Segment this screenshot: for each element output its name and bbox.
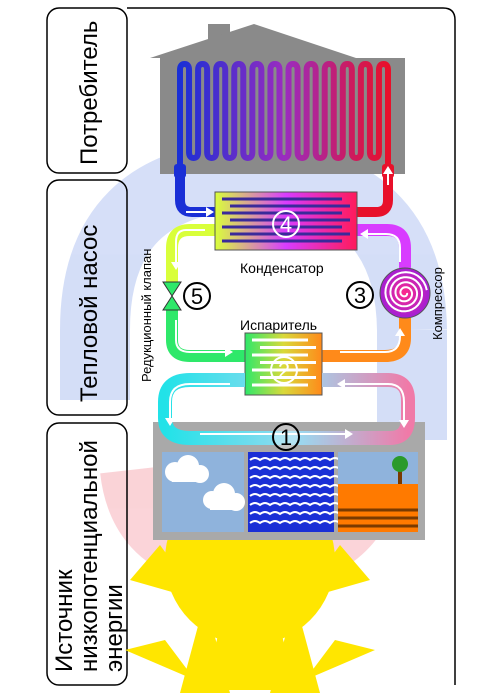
circuit-flow-arrows: [175, 229, 401, 353]
condenser: [214, 191, 358, 251]
marker-1: 1: [272, 423, 300, 451]
compressor-label: Компрессор: [430, 267, 445, 340]
valve-label: Редукционный клапан: [139, 249, 154, 382]
evaporator-label: Испаритель: [240, 317, 317, 333]
pipe-valve-to-evaporator: [166, 305, 245, 362]
water-source: [248, 452, 334, 532]
water-wave: [249, 475, 341, 480]
source-label-line2: низкопотенциальной: [76, 440, 103, 672]
svg-text:3: 3: [354, 283, 366, 308]
house-radiator-coil: [177, 61, 391, 166]
water-wave: [249, 484, 341, 489]
source-label-line1: Источник: [51, 569, 78, 672]
expansion-valve-icon: [162, 281, 182, 311]
marker-2: 2: [270, 356, 298, 384]
water-wave: [249, 511, 341, 516]
supply-pipe-hot: [356, 165, 393, 217]
source-circuit-loop: [158, 373, 415, 445]
marker-4: 4: [272, 210, 300, 238]
source-label-line3: энергии: [101, 584, 128, 672]
heat-pump-label: Тепловой насос: [76, 225, 103, 402]
consumer-label: Потребитель: [76, 21, 103, 165]
heat-pump-section-box: [46, 179, 128, 416]
water-wave: [249, 502, 341, 507]
water-wave: [249, 466, 341, 471]
compressor: [379, 267, 431, 319]
evaporator: [244, 332, 323, 396]
svg-text:1: 1: [280, 425, 292, 450]
pipe-compressor-to-condenser: [356, 224, 411, 268]
markers: 1 2 3 4 5: [183, 210, 374, 451]
marker-5: 5: [183, 282, 211, 310]
svg-text:4: 4: [280, 212, 292, 237]
svg-text:2: 2: [278, 358, 290, 383]
condenser-label: Конденсатор: [240, 260, 324, 276]
source-section-box: [46, 422, 128, 686]
right-outline: [127, 7, 456, 685]
water-wave: [249, 520, 341, 525]
consumer-section-box: [46, 7, 128, 174]
pipe-condenser-to-valve: [166, 224, 215, 285]
marker-3: 3: [346, 281, 374, 309]
water-wave: [249, 493, 341, 498]
svg-text:5: 5: [191, 284, 203, 309]
water-wave: [249, 457, 341, 462]
pipe-evaporator-to-compressor: [322, 318, 411, 362]
